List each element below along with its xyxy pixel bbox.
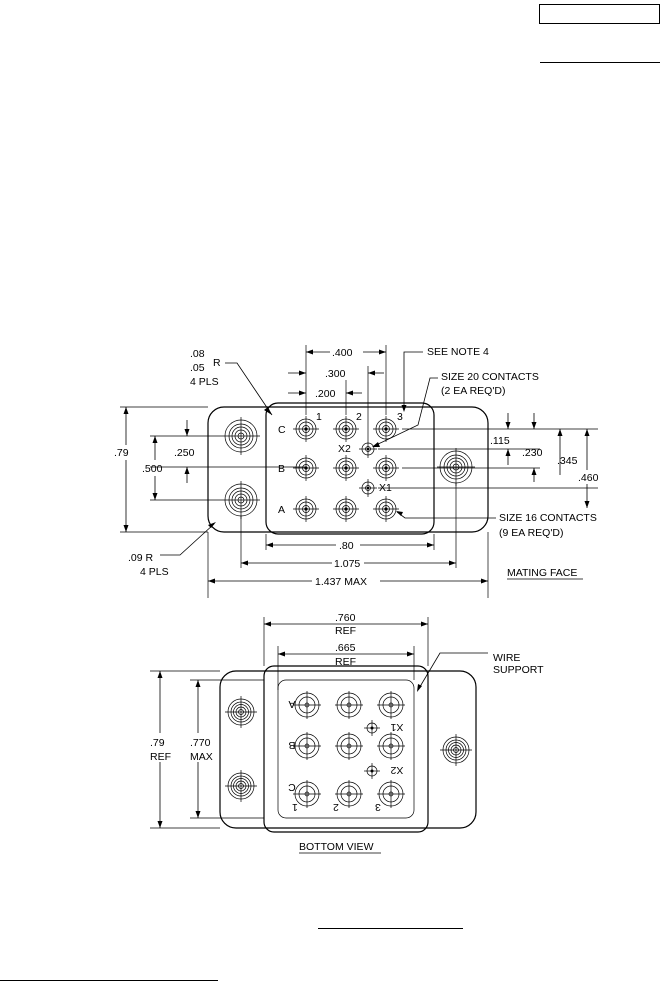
dim-760-ref: REF xyxy=(335,625,356,637)
bottom-view-flange xyxy=(219,670,477,829)
size-20-note-line2: (2 EA REQ'D) xyxy=(441,385,505,397)
corner-radius-r: R xyxy=(213,357,221,369)
dim-79: .79 xyxy=(114,447,129,459)
size-16-note-line1: SIZE 16 CONTACTS xyxy=(499,512,597,524)
corner-radius-max: .08 xyxy=(190,348,205,360)
header-rule xyxy=(540,62,660,63)
bottom-contact-a3 xyxy=(376,690,406,720)
col-label-3: 3 xyxy=(397,411,403,423)
bottom-label-c: C xyxy=(288,781,296,793)
col-label-1: 1 xyxy=(316,411,322,423)
dim-400: .400 xyxy=(332,347,353,359)
bottom-contact-a2 xyxy=(334,690,364,720)
contact-a1 xyxy=(292,495,320,523)
contact-a2 xyxy=(332,495,360,523)
contact-b2 xyxy=(332,454,360,482)
mount-radius-qty: 4 PLS xyxy=(140,566,169,578)
contact-a3 xyxy=(372,495,400,523)
bottom-contact-x2 xyxy=(363,762,381,780)
dim-1075: 1.075 xyxy=(334,558,360,570)
dim-200: .200 xyxy=(315,388,336,400)
dim-115: .115 xyxy=(490,435,510,447)
corner-radius-leader xyxy=(225,362,273,416)
contact-x1 xyxy=(358,478,378,498)
dim-250: .250 xyxy=(174,447,195,459)
mating-face-view: 1 2 3 C B A X2 X1 .08 R .05 4 PLS .400 .… xyxy=(114,345,599,598)
wire-support-label-1: WIRE xyxy=(493,652,520,664)
bottom-view-label: BOTTOM VIEW xyxy=(299,841,374,853)
corner-radius-min: .05 xyxy=(190,362,205,374)
size-16-note-line2: (9 EA REQ'D) xyxy=(499,527,563,539)
footnote-rule xyxy=(0,980,218,981)
wire-support-label-2: SUPPORT xyxy=(493,664,544,676)
mating-face-label: MATING FACE xyxy=(507,567,577,579)
bottom-mount-bottom xyxy=(224,769,258,803)
bottom-view: A B C 1 2 3 X1 X2 .760 REF .665 REF WIRE… xyxy=(150,612,544,854)
contact-label-x2: X2 xyxy=(338,443,351,455)
dim-460: .460 xyxy=(578,472,599,484)
bottom-label-x2: X2 xyxy=(390,764,403,776)
mount-hole-top-left xyxy=(221,416,261,456)
see-note-leader xyxy=(403,351,423,410)
dim-500: .500 xyxy=(142,463,163,475)
row-label-b: B xyxy=(278,463,285,475)
wire-support-outline xyxy=(277,679,415,819)
bottom-contact-b3 xyxy=(376,731,406,761)
row-label-c: C xyxy=(278,424,286,436)
contact-b3 xyxy=(372,454,400,482)
mount-hole-right xyxy=(436,447,476,487)
dim-770-max: MAX xyxy=(190,751,213,763)
mount-hole-bottom-left xyxy=(221,480,261,520)
bottom-label-b: B xyxy=(288,739,295,751)
dim-1437-max: 1.437 MAX xyxy=(315,576,367,588)
dim-770: .770 xyxy=(190,737,211,749)
dim-300: .300 xyxy=(325,368,346,380)
dim-665: .665 xyxy=(335,642,356,654)
dim-665-ref: REF xyxy=(335,656,356,668)
bottom-contact-x1 xyxy=(363,719,381,737)
contact-x2 xyxy=(358,439,378,459)
mating-face-insert xyxy=(265,402,435,535)
bottom-label-x1: X1 xyxy=(390,721,403,733)
see-note-4: SEE NOTE 4 xyxy=(427,346,489,358)
size-20-note-line1: SIZE 20 CONTACTS xyxy=(441,371,539,383)
bottom-label-1: 1 xyxy=(292,801,298,813)
corner-radius-qty: 4 PLS xyxy=(190,376,219,388)
row-label-a: A xyxy=(278,504,285,516)
mating-face-flange xyxy=(207,406,489,533)
size-20-leader xyxy=(373,377,438,447)
size-16-leader xyxy=(396,511,496,519)
mount-radius-leader xyxy=(160,523,215,556)
bottom-contact-a1 xyxy=(292,690,322,720)
contact-c3 xyxy=(372,415,400,443)
dim-760: .760 xyxy=(335,612,356,624)
bottom-label-2: 2 xyxy=(333,801,339,813)
bottom-contact-b2 xyxy=(334,731,364,761)
dim-345: .345 xyxy=(557,455,578,467)
bottom-mount-right xyxy=(439,733,473,767)
mount-radius: .09 R xyxy=(128,552,154,564)
bottom-view-insert xyxy=(263,665,429,833)
caption-rule xyxy=(318,928,463,929)
page-number-box xyxy=(539,4,660,24)
dim-bottom-79-ref: REF xyxy=(150,751,171,763)
dim-230: .230 xyxy=(522,447,543,459)
dim-bottom-79: .79 xyxy=(150,737,165,749)
bottom-contact-b1 xyxy=(292,731,322,761)
col-label-2: 2 xyxy=(356,411,362,423)
contact-b1 xyxy=(292,454,320,482)
bottom-mount-top xyxy=(224,695,258,729)
bottom-label-a: A xyxy=(288,698,295,710)
dim-80: .80 xyxy=(339,540,354,552)
bottom-label-3: 3 xyxy=(375,801,381,813)
wire-support-leader xyxy=(417,652,488,691)
